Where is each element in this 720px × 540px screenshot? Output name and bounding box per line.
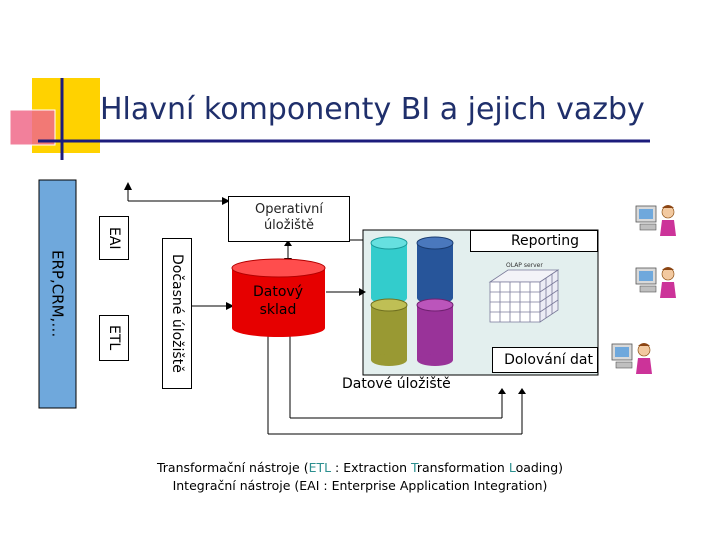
- datamart-cylinder-olive: [370, 298, 408, 366]
- olap-cube-icon: [488, 269, 560, 323]
- footnote-text: ransformation: [416, 460, 509, 475]
- page-title: Hlavní komponenty BI a jejich vazby: [100, 92, 645, 127]
- datamart-cylinder-blue: [416, 236, 454, 304]
- sources-label: ERP,CRM,…: [48, 250, 67, 338]
- sources-panel: [38, 179, 77, 409]
- datamining-box: Dolování dat: [492, 347, 598, 373]
- footnote-highlight: L: [508, 460, 516, 475]
- user-at-computer-icon: [611, 343, 652, 374]
- staging-box: Dočasné úložiště: [162, 238, 192, 389]
- etl-box: ETL: [99, 315, 129, 361]
- footnote-text: oading): [515, 460, 564, 475]
- reporting-box: Reporting: [470, 230, 598, 252]
- footnote-line-1: Transformační nástroje (ETL : Extraction…: [60, 460, 660, 475]
- user-at-computer-icon: [635, 205, 676, 236]
- footnote-text: : Extraction: [331, 460, 412, 475]
- olap-label: OLAP server: [506, 262, 543, 269]
- footnote-highlight: T: [411, 460, 417, 475]
- user-at-computer-icon: [635, 267, 676, 298]
- datamart-cylinder-purple: [416, 298, 454, 366]
- footnote-line-2: Integrační nástroje (EAI : Enterprise Ap…: [172, 478, 548, 493]
- datawarehouse-label: Datový sklad: [253, 284, 303, 318]
- footnote-highlight: ETL: [308, 460, 332, 475]
- ods-box: Operativní úložiště: [228, 196, 350, 242]
- logo-decoration: [9, 78, 650, 160]
- datawarehouse-cylinder: [231, 258, 326, 337]
- footnote-text: Transformační nástroje (: [156, 460, 309, 475]
- datamart-cylinder-cyan: [370, 236, 408, 304]
- datamart-label: Datové úložiště: [342, 376, 451, 392]
- eai-box: EAI: [99, 216, 129, 260]
